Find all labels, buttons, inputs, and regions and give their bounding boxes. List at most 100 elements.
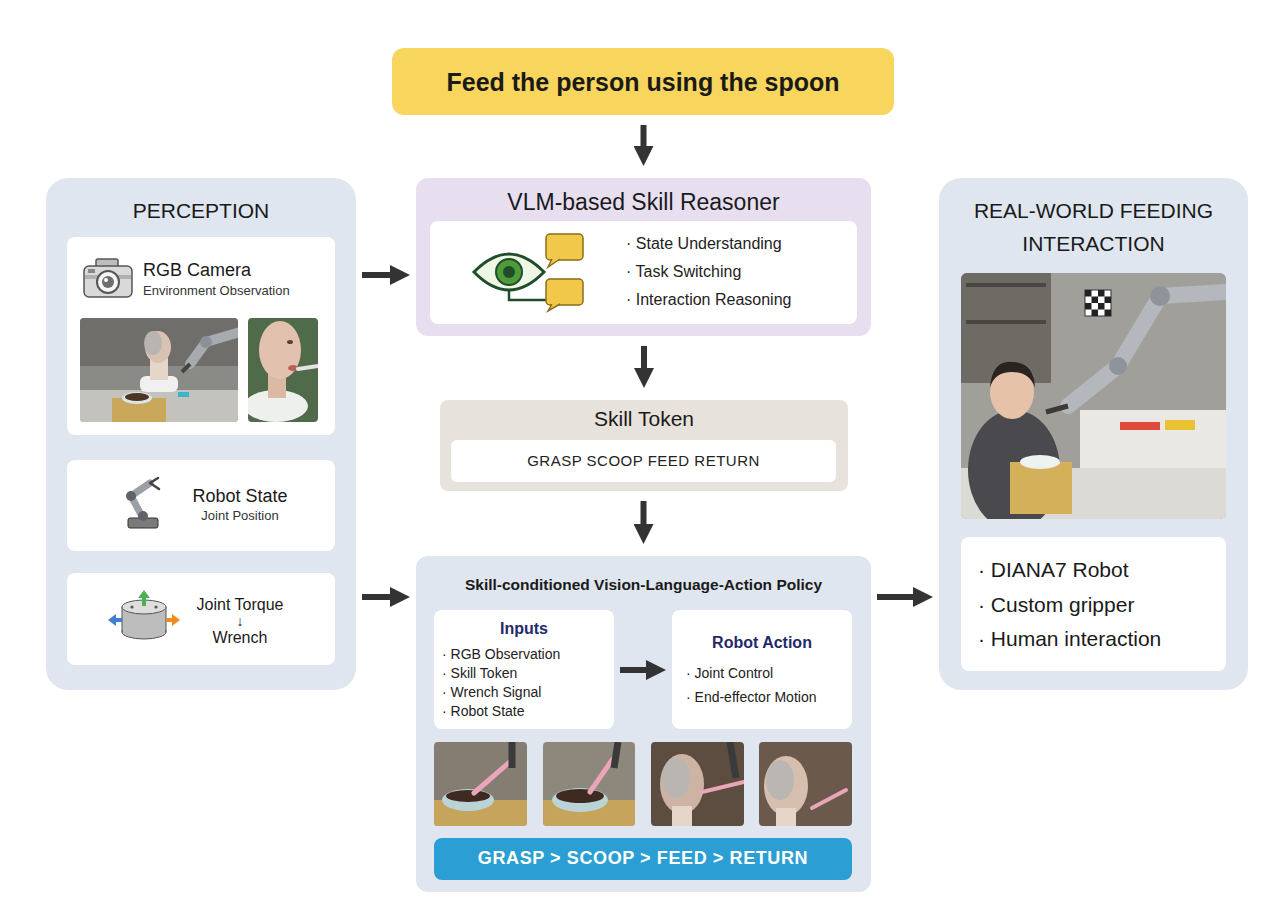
feeding-photo-part	[990, 365, 1034, 419]
node-text: · Custom gripper	[978, 592, 1222, 617]
text-slot: GRASP SCOOP FEED RETURN	[451, 452, 836, 470]
text-slot: GRASP > SCOOP > FEED > RETURN	[434, 848, 852, 870]
scene-photo-part	[190, 332, 238, 364]
feeding-photo-part	[1109, 357, 1127, 375]
scene-photo-part	[182, 364, 190, 372]
node-text: · Task Switching	[626, 262, 852, 281]
text-slot: · Task Switching	[626, 262, 852, 281]
node-text: · Robot State	[442, 703, 610, 720]
camera-icon-part	[104, 278, 108, 282]
feeding-photo-part	[966, 320, 1046, 324]
text-slot: RGB Camera	[143, 260, 331, 282]
torque-sensor-icon-part	[154, 605, 157, 608]
grasp-photo-part	[509, 742, 516, 768]
text-slot: · Human interaction	[978, 626, 1222, 651]
feeding-photo-part	[1165, 420, 1195, 430]
feed-photo-part	[702, 782, 744, 792]
skill-sequence-bar: GRASP > SCOOP > FEED > RETURN	[434, 838, 852, 880]
robot-arm-icon-part	[131, 483, 150, 518]
text-slot: · Joint Control	[686, 665, 850, 682]
vision-language-icon-part	[548, 259, 560, 267]
scene-photo-part	[178, 392, 189, 397]
feed-photo	[651, 742, 744, 826]
flow-arrow	[641, 501, 647, 528]
node-text: Robot State	[170, 486, 310, 508]
scene-photo-part	[80, 318, 238, 422]
skill-token-box: GRASP SCOOP FEED RETURN Skill Token	[440, 400, 848, 491]
return-photo-part	[776, 808, 796, 826]
feed-photo-part	[660, 754, 704, 814]
node-text: Environment Observation	[143, 283, 331, 299]
node-text: Inputs	[434, 619, 614, 638]
vision-language-icon-part	[503, 266, 515, 278]
node-text: · State Understanding	[626, 234, 852, 253]
feeding-photo-part	[961, 273, 1051, 383]
feeding-panel: · DIANA7 Robot· Custom gripper· Human in…	[939, 178, 1248, 690]
policy-box: Inputs· RGB Observation· Skill Token· Wr…	[416, 556, 871, 892]
text-slot: Inputs	[434, 619, 614, 638]
face-photo	[248, 318, 318, 422]
vision-language-icon-part	[496, 259, 522, 285]
node-text: Robot Action	[672, 633, 852, 652]
feeding-photo-part	[1098, 303, 1105, 310]
feed-photo-part	[662, 758, 690, 798]
text-slot: Robot State	[170, 486, 310, 508]
feeding-photo-part	[1085, 290, 1092, 297]
sensor-card: RGB CameraEnvironment Observation	[67, 237, 335, 435]
grasp-photo-part	[446, 790, 490, 802]
feature-list-box: · State Understanding · Task Switching · I…	[430, 221, 857, 324]
text-slot: Skill Token	[440, 406, 848, 431]
scene-photo-part	[200, 336, 212, 348]
return-photo-part	[812, 790, 846, 808]
feeding-photo-part	[1068, 292, 1226, 406]
scoop-photo-part	[543, 800, 635, 826]
torque-sensor-icon-part	[122, 625, 166, 639]
node-text: PERCEPTION	[46, 198, 356, 223]
robot-arm-icon-part	[126, 491, 136, 501]
torque-sensor-icon-part	[122, 600, 166, 614]
scoop-photo	[543, 742, 635, 826]
face-photo-part	[298, 366, 318, 369]
vision-language-icon-part	[548, 304, 560, 311]
torque-sensor-icon-part	[130, 605, 133, 608]
torque-sensor-icon	[108, 590, 180, 639]
camera-icon-part	[84, 266, 132, 297]
feeding-photo-part	[966, 283, 1046, 287]
torque-sensor-icon-part	[123, 607, 165, 631]
grasp-photo-part	[434, 742, 527, 826]
node-text: · Joint Control	[686, 665, 850, 682]
feeding-photo-part	[1085, 290, 1111, 316]
reasoner-box: · State Understanding · Task Switching · I…	[416, 178, 871, 336]
feed-photo-part	[672, 806, 692, 826]
feeding-photo-part	[961, 468, 1226, 519]
action-box: Robot Action · Joint Control · End-effecto…	[672, 610, 852, 729]
feeding-photo-part	[1105, 310, 1112, 317]
feed-photo-part	[651, 742, 744, 826]
scene-photo-part	[122, 392, 152, 404]
scene-photo-part	[144, 331, 162, 355]
node-text: Skill-conditioned Vision-Language-Action…	[416, 576, 871, 595]
node-text: GRASP > SCOOP > FEED > RETURN	[434, 848, 852, 870]
camera-icon-part	[102, 276, 114, 288]
feeding-photo-part	[968, 410, 1060, 519]
feeding-photo-part	[1092, 310, 1099, 317]
scene-photo-part	[80, 390, 238, 422]
token-sequence-box: GRASP SCOOP FEED RETURN	[451, 440, 836, 482]
camera-icon	[84, 259, 132, 297]
vision-language-icon-part	[509, 289, 546, 300]
text-slot: Joint Position	[170, 508, 310, 524]
return-photo-part	[759, 742, 852, 826]
torque-sensor-icon-part	[172, 614, 180, 626]
node-text: · Human interaction	[978, 626, 1222, 651]
text-slot: · End-effector Motion	[686, 689, 850, 706]
scoop-photo-part	[543, 742, 635, 826]
text-slot: · Skill Token	[442, 665, 610, 682]
feeding-photo-part	[1120, 422, 1160, 430]
text-slot: · Interaction Reasoning	[626, 290, 852, 309]
grasp-photo-part	[442, 789, 494, 811]
vision-language-icon-part	[546, 234, 583, 260]
camera-icon-part	[96, 259, 118, 268]
torque-sensor-icon-part	[115, 618, 122, 622]
node-text: · End-effector Motion	[686, 689, 850, 706]
